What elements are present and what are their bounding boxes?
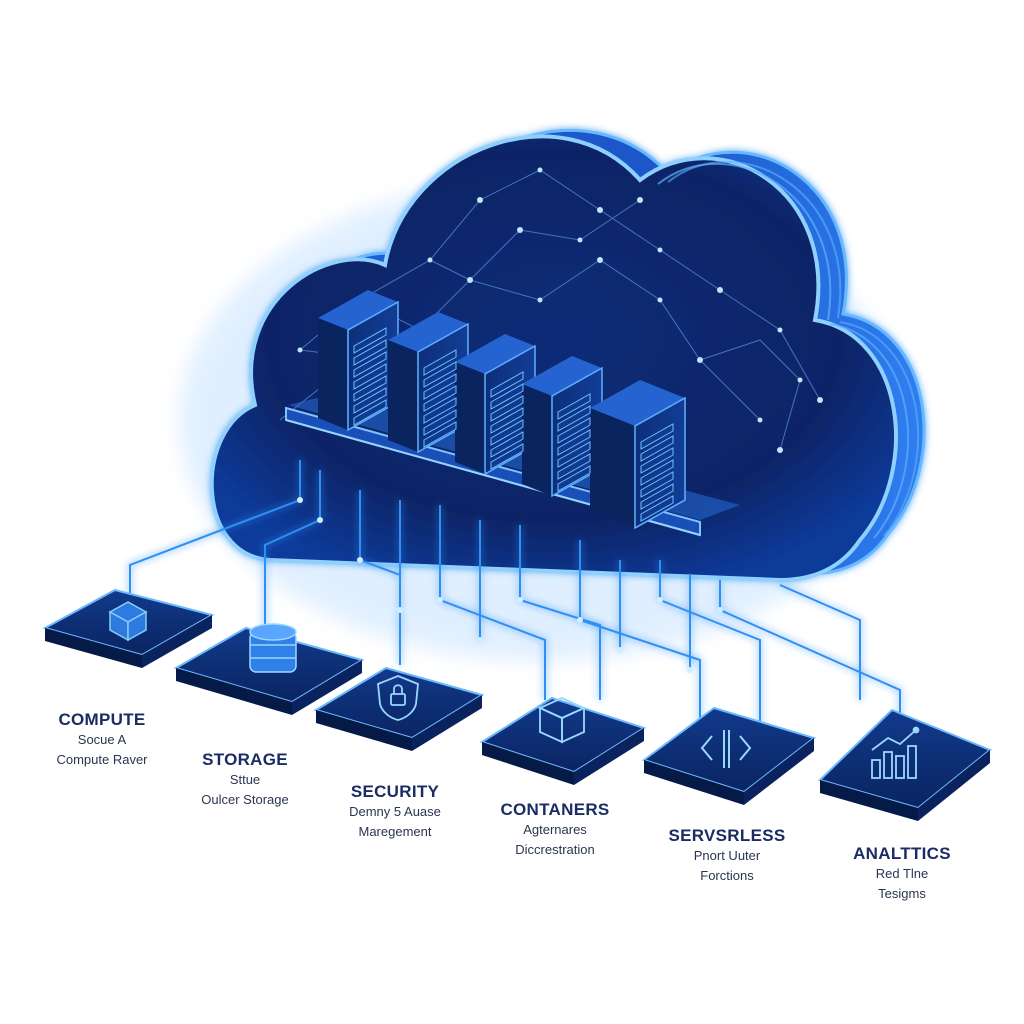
compute-cubes-icon [108,601,148,642]
shield-lock-icon [377,675,419,721]
database-icon [249,623,297,673]
service-desc-line1: Agternares [523,822,587,837]
service-desc-line1: Red Tlne [875,866,929,881]
service-desc-line1: Socue A [77,732,127,747]
drive-bay [490,407,524,434]
drive-bay [353,339,387,366]
label-analytics: ANALTTICS Red Tlne Tesigms [822,844,982,904]
service-desc-line1: Sttue [229,772,261,787]
drive-bay [557,465,591,492]
drive-bay [353,351,387,378]
drive-bay [640,483,674,510]
drive-bay [557,429,591,456]
drive-bay [490,395,524,422]
service-title: SERVSRLESS [668,826,786,845]
drive-bay [490,383,524,410]
drive-bay [640,447,674,474]
drive-bay [557,441,591,468]
service-tiles [42,588,992,821]
drive-bay [557,405,591,432]
service-desc-line2: Compute Raver [56,752,148,767]
connector-nodes [297,497,723,673]
drive-bay [353,375,387,402]
drive-bay [423,373,457,400]
tile-analytics [818,708,992,821]
service-desc-line2: Forctions [700,868,754,883]
container-cube-icon [537,697,587,744]
server-racks [318,290,686,530]
service-desc-line2: Diccrestration [515,842,595,857]
drive-bay [490,431,524,458]
service-title: ANALTTICS [853,844,951,863]
drive-bay [490,371,524,398]
service-desc-line2: Maregement [358,824,432,839]
drive-bay [353,387,387,414]
service-title: STORAGE [202,750,288,769]
drive-bay [640,471,674,498]
cloud-icon [209,128,926,583]
drive-bay [353,327,387,354]
drive-bay [423,385,457,412]
drive-bay [353,363,387,390]
label-security: SECURITY Demny 5 Auase Maregement [315,782,475,842]
tile-serverless [641,706,817,805]
drive-bay [490,419,524,446]
tile-security [313,666,485,751]
drive-bay [490,443,524,470]
service-title: COMPUTE [58,710,146,729]
drive-bay [557,417,591,444]
service-title: SECURITY [350,782,440,801]
label-compute: COMPUTE Socue A Compute Raver [22,710,182,770]
code-brackets-icon [700,730,752,768]
drive-bay [557,393,591,420]
drive-bay [423,361,457,388]
label-containers: CONTANERS Agternares Diccrestration [475,800,635,860]
service-desc-line1: Demny 5 Auase [349,804,441,819]
analytics-chart-icon [871,726,920,779]
drive-bay [640,459,674,486]
drive-bay [640,495,674,522]
drive-bay [423,397,457,424]
service-desc-line1: Pnort Uuter [693,848,761,863]
drive-bay [640,435,674,462]
server-drive-bays [353,327,674,522]
label-serverless: SERVSRLESS Pnort Uuter Forctions [647,826,807,886]
tile-containers [479,696,647,785]
service-title: CONTANERS [500,800,610,819]
tile-compute [42,588,215,668]
drive-bay [557,453,591,480]
service-desc-line2: Tesigms [878,886,926,901]
tile-storage [173,623,365,715]
label-storage: STORAGE Sttue Oulcer Storage [165,750,325,810]
drive-bay [353,399,387,426]
drive-bay [640,423,674,450]
drive-bay [423,349,457,376]
service-desc-line2: Oulcer Storage [201,792,289,807]
drive-bay [423,409,457,436]
drive-bay [423,421,457,448]
